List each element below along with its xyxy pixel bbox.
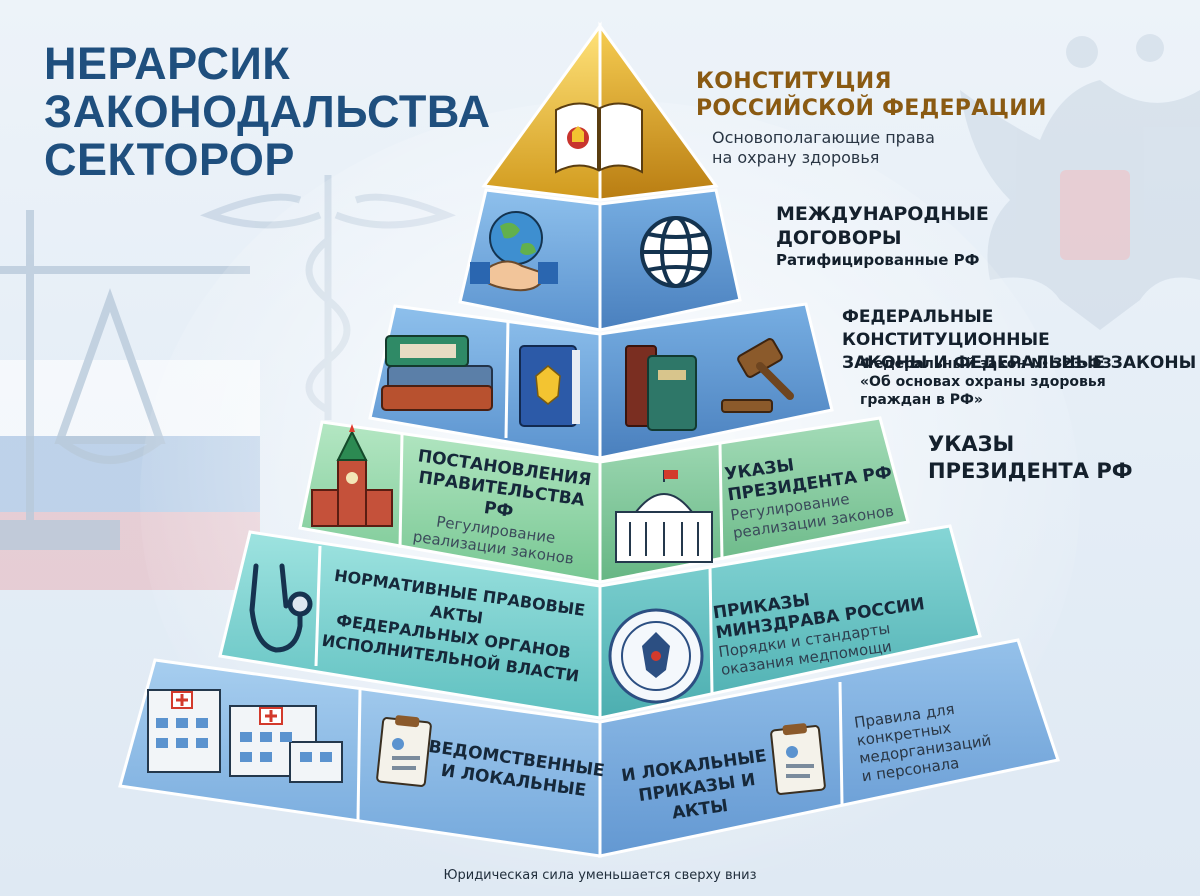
white-house-icon	[615, 470, 713, 563]
federal-laws-heading: ФЕДЕРАЛЬНЫЕ КОНСТИТУЦИОННЫЕ ЗАКОНЫ И ФЕД…	[842, 306, 1200, 375]
federal-laws-heading-line: ЗАКОНЫ И ФЕДЕРАЛЬНЫЕ ЗАКОНЫ	[842, 353, 1197, 373]
clipboard-icon	[770, 723, 826, 795]
international-heading: МЕЖДУНАРОДНЫЕ ДОГОВОРЫ	[776, 202, 989, 250]
federal-laws-description-line: граждан в РФ»	[860, 392, 983, 408]
federal-laws-heading-line: ФЕДЕРАЛЬНЫЕ КОНСТИТУЦИОННЫЕ	[842, 307, 1050, 350]
hospital-buildings-icon	[147, 689, 343, 783]
international-heading-line: ДОГОВОРЫ	[776, 227, 902, 249]
constitution-description-line: Основополагающие права	[712, 128, 935, 147]
federal-laws-description-line: «Об основах охраны здоровья	[860, 374, 1106, 390]
page-title-line: ЗАКОНОДАЛЬСТВА	[44, 86, 491, 137]
presidential-decrees-heading-line: ПРЕЗИДЕНТА РФ	[928, 459, 1133, 483]
presidential-decrees-heading: УКАЗЫ ПРЕЗИДЕНТА РФ	[928, 431, 1133, 485]
double-headed-eagle-icon	[960, 34, 1200, 330]
clipboard-icon	[376, 715, 432, 787]
tier-local-right-face	[598, 638, 1060, 858]
footer-caption: Юридическая сила уменьшается сверху вниз	[443, 868, 757, 883]
globe-icon	[640, 216, 712, 288]
page-title-line: НЕРАРСИК	[44, 38, 291, 89]
international-heading-line: МЕЖДУНАРОДНЫЕ	[776, 203, 989, 225]
stethoscope-icon	[249, 563, 313, 653]
coat-of-arms-book-icon	[519, 345, 580, 427]
constitution-heading-line: РОССИЙСКОЙ ФЕДЕРАЦИИ	[696, 96, 1047, 121]
page-title-line: СЕКТОРОР	[44, 134, 295, 185]
law-books-icon	[625, 345, 697, 431]
presidential-decrees-heading-line: УКАЗЫ	[928, 432, 1015, 456]
constitution-description: Основополагающие права на охрану здоровь…	[712, 128, 935, 168]
federal-laws-description: Федеральный закон № 323-ФЗ «Об основах о…	[860, 355, 1112, 409]
federal-laws-description-line: Федеральный закон № 323-ФЗ	[860, 356, 1112, 372]
constitution-heading: КОНСТИТУЦИЯ РОССИЙСКОЙ ФЕДЕРАЦИИ	[696, 68, 1047, 122]
page-title: НЕРАРСИК ЗАКОНОДАЛЬСТВА СЕКТОРОР	[44, 40, 491, 184]
scales-icon	[0, 210, 250, 550]
constitution-description-line: на охрану здоровья	[712, 148, 880, 167]
gavel-icon	[721, 338, 794, 413]
handshake-globe-icon	[470, 211, 558, 292]
kremlin-tower-icon	[311, 424, 393, 527]
constitution-book-icon	[555, 102, 643, 174]
constitution-heading-line: КОНСТИТУЦИЯ	[696, 69, 892, 94]
ministry-seal-icon	[608, 608, 704, 704]
international-description: Ратифицированные РФ	[776, 251, 980, 269]
books-stack-icon	[381, 335, 493, 411]
